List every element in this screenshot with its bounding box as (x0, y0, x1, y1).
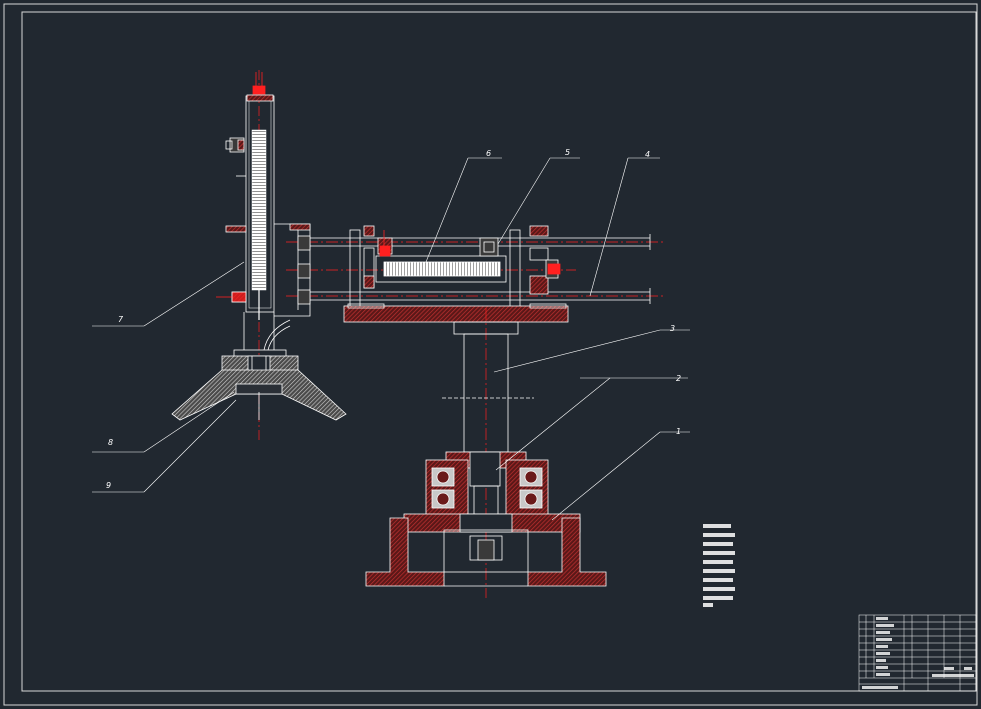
horizontal-slide-assembly (286, 225, 664, 323)
title-block (858, 614, 977, 692)
callout-4: 4 (645, 150, 650, 159)
callout-9: 9 (106, 481, 111, 490)
callout-3: 3 (670, 324, 675, 333)
vertical-cylinder-assembly (171, 70, 347, 440)
column-and-base-assembly (365, 308, 607, 598)
callout-7: 7 (118, 315, 124, 324)
outer-border (3, 3, 978, 706)
callout-5: 5 (565, 148, 570, 157)
callout-2: 2 (676, 374, 681, 383)
callout-6: 6 (486, 149, 491, 158)
technical-notes (703, 524, 735, 607)
leader-lines (92, 157, 690, 521)
inner-border (21, 11, 977, 692)
callout-1: 1 (676, 427, 681, 436)
callout-8: 8 (108, 438, 113, 447)
